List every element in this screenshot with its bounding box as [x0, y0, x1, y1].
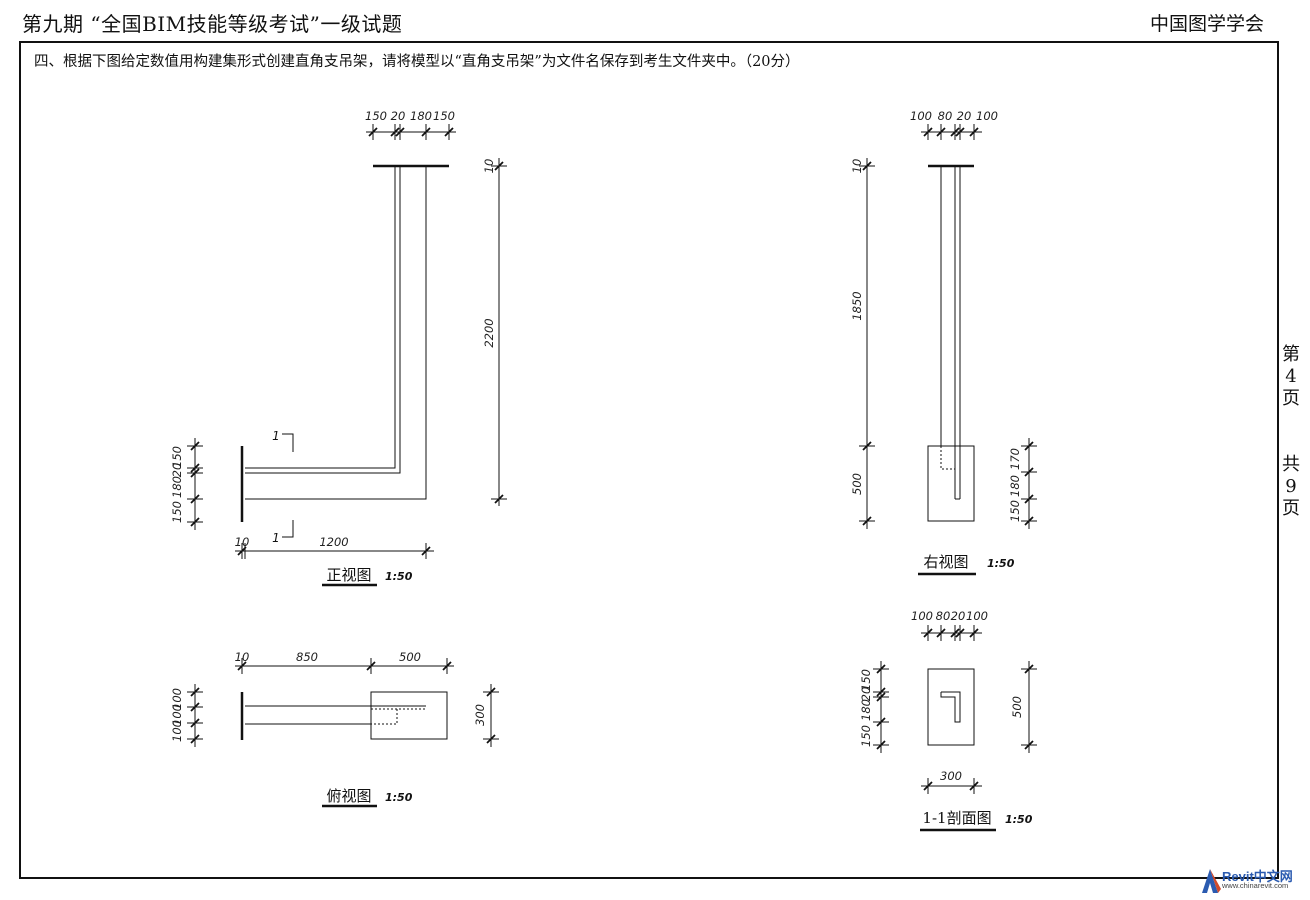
page-char: 页	[1282, 498, 1300, 519]
dim-label: 150	[859, 725, 873, 747]
dim-label: 20	[957, 109, 972, 123]
dim-label: 100	[911, 609, 933, 623]
view-title: 正视图	[326, 566, 371, 584]
watermark-text: Revit中文网	[1222, 869, 1293, 884]
dim-label: 100	[966, 609, 988, 623]
right-view	[859, 124, 1037, 576]
exam-title: 第九期 “全国BIM技能等级考试”一级试题	[22, 12, 403, 36]
dim-label: 100	[170, 688, 184, 710]
view-title: 右视图	[923, 553, 968, 571]
dim-label: 80	[936, 609, 951, 623]
section-mark-label: 1	[272, 531, 280, 545]
dim-label: 100	[170, 720, 184, 742]
view-scale: 1:50	[385, 570, 413, 583]
dim-label: 180	[170, 476, 184, 498]
top-plate-outline	[370, 691, 448, 740]
page-char: 页	[1282, 388, 1300, 409]
bracket-outer-edge	[245, 167, 427, 500]
publisher-name: 中国图学学会	[1149, 13, 1264, 35]
dim-label: 10	[850, 159, 864, 174]
page-char: 4	[1285, 366, 1297, 387]
front-view	[187, 124, 507, 587]
dim-label: 1200	[319, 535, 348, 549]
dim-label: 150	[1008, 500, 1022, 522]
dim-label: 10	[235, 535, 250, 549]
dim-label: 300	[473, 704, 487, 726]
dim-label: 180	[859, 699, 873, 721]
section-mark-top	[282, 433, 294, 452]
page-char: 第	[1282, 344, 1300, 365]
section-mark-bottom	[282, 520, 294, 538]
view-title: 俯视图	[326, 787, 371, 805]
bracket-inner-edge	[245, 167, 401, 474]
question-text: 四、根据下图给定数值用构建集形式创建直角支吊架，请将模型以“直角支吊架”为文件名…	[34, 54, 800, 70]
bracket-inner-edge	[245, 167, 396, 469]
section-plate-outline	[927, 668, 975, 746]
dim-label: 2200	[482, 318, 496, 347]
drawing-frame	[19, 41, 1279, 879]
dim-label: 170	[1008, 448, 1022, 470]
view-title: 1-1剖面图	[922, 809, 991, 827]
revit-logo-icon	[1202, 869, 1221, 893]
dim-label: 150	[365, 109, 387, 123]
page-char: 共	[1282, 454, 1300, 475]
dim-label: 20	[951, 609, 966, 623]
dim-label: 80	[938, 109, 953, 123]
dim-label: 10	[235, 650, 250, 664]
dim-label: 1850	[850, 291, 864, 320]
dim-label: 300	[940, 769, 962, 783]
dim-label: 100	[910, 109, 932, 123]
dim-label: 500	[850, 473, 864, 495]
dim-label: 150	[170, 501, 184, 523]
dim-label: 20	[391, 109, 406, 123]
dim-label: 10	[482, 159, 496, 174]
dim-label: 500	[399, 650, 421, 664]
view-scale: 1:50	[1005, 813, 1033, 826]
section-view	[873, 625, 1037, 832]
page-char: 9	[1285, 476, 1297, 497]
dim-label: 150	[859, 669, 873, 691]
top-view	[187, 658, 499, 808]
section-profile	[940, 691, 961, 723]
dim-label: 180	[1008, 475, 1022, 497]
dim-label: 500	[1010, 696, 1024, 718]
dim-label: 100	[976, 109, 998, 123]
view-scale: 1:50	[987, 557, 1015, 570]
dim-label: 20	[170, 463, 184, 478]
dim-label: 850	[296, 650, 318, 664]
wall-plate-outline	[927, 445, 975, 522]
dim-label: 100	[170, 704, 184, 726]
view-scale: 1:50	[385, 791, 413, 804]
watermark-url: www.chinarevit.com	[1222, 881, 1289, 890]
dim-label: 180	[410, 109, 432, 123]
page-indicator: 第 4 页 共 9 页	[1280, 344, 1302, 520]
dim-label: 150	[170, 446, 184, 468]
dim-label: 20	[859, 687, 873, 702]
dim-label: 150	[433, 109, 455, 123]
section-mark-label: 1	[272, 429, 280, 443]
